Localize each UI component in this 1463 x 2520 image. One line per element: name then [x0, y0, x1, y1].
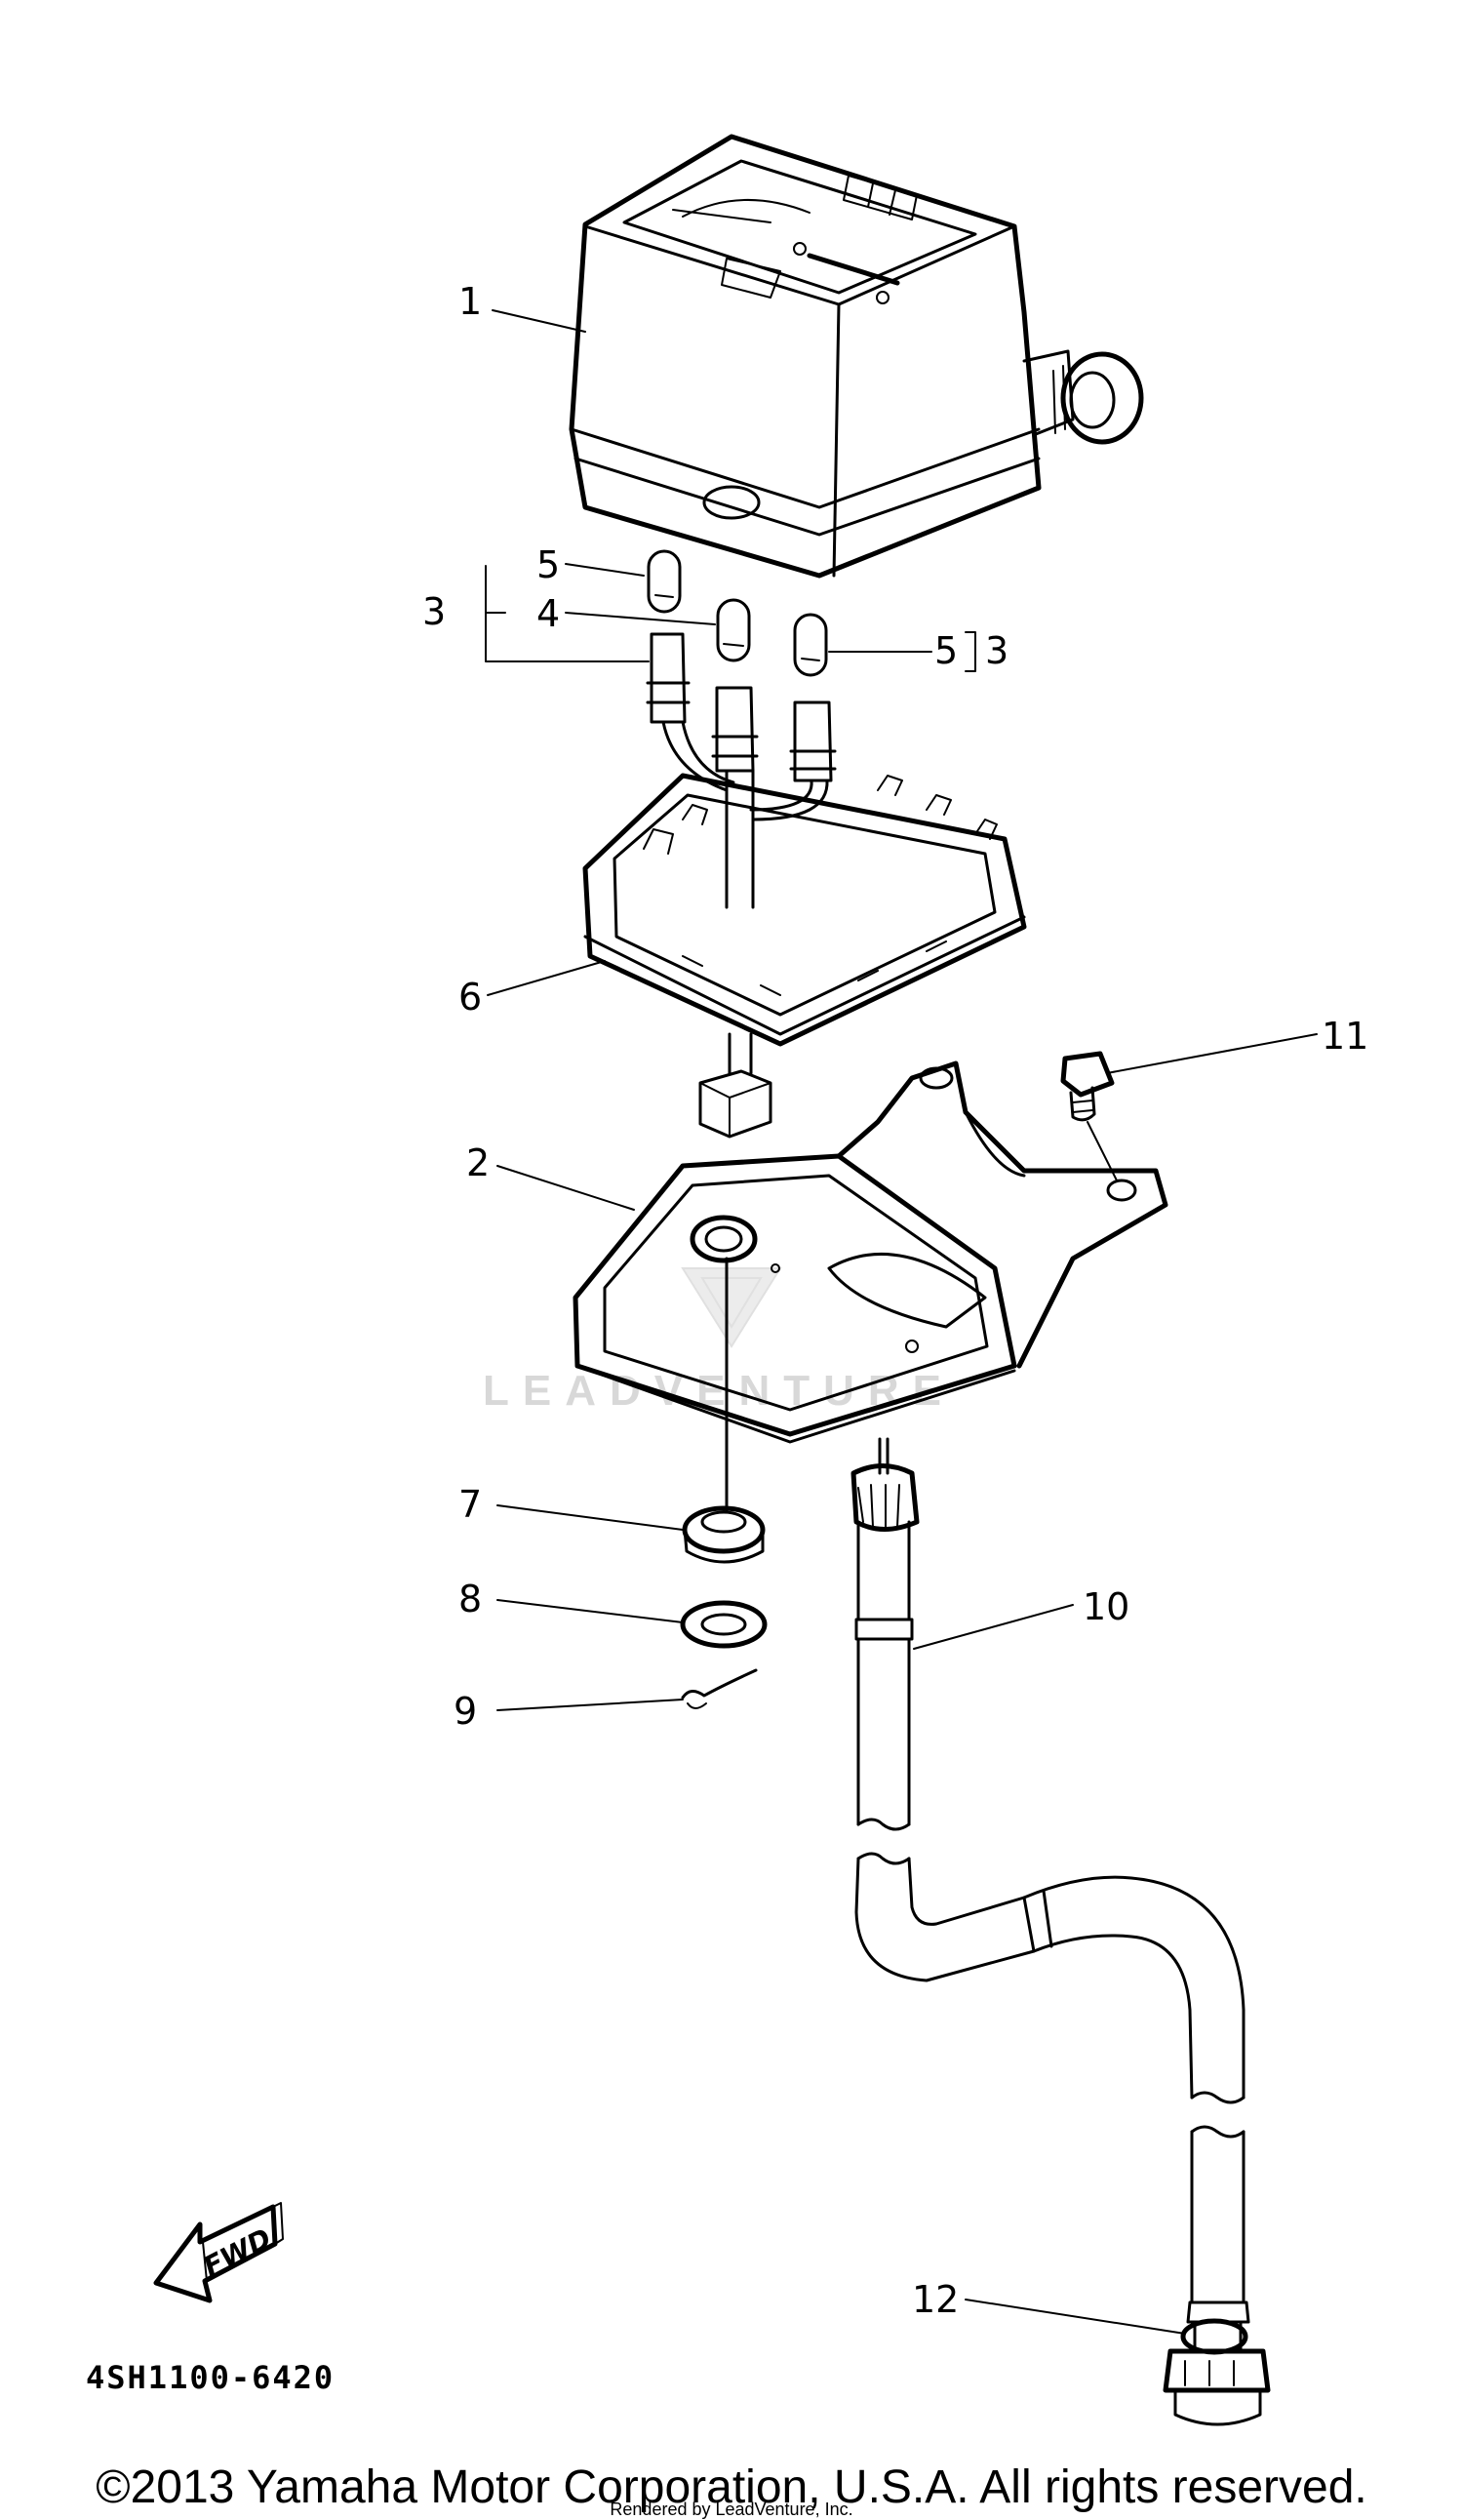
meter-bracket: [573, 1060, 1168, 1514]
callout-8: 8: [458, 1578, 482, 1620]
meter-assembly: [569, 134, 1144, 579]
callout-9: 9: [454, 1690, 477, 1733]
watermark-logo: [681, 1267, 782, 1348]
callout-7: 7: [458, 1483, 482, 1526]
meter-cable: [850, 1437, 1271, 2426]
o-ring: [1180, 2318, 1248, 2355]
callout-5-left: 5: [536, 543, 560, 586]
callout-1: 1: [458, 280, 482, 323]
callout-2: 2: [466, 1141, 490, 1184]
rendered-by-note: Rendered by LeadVenture, Inc.: [610, 2500, 853, 2519]
washer: [680, 1600, 768, 1649]
callout-5-right: 5: [934, 629, 958, 672]
callout-3-left: 3: [422, 590, 446, 633]
callout-3-right: 3: [985, 629, 1008, 672]
fwd-arrow-icon: FWD: [153, 2202, 284, 2303]
callout-4: 4: [536, 592, 560, 635]
callout-11: 11: [1322, 1015, 1368, 1058]
callout-12: 12: [912, 2278, 959, 2321]
grommet: [682, 1505, 766, 1564]
callout-10: 10: [1083, 1585, 1129, 1628]
diagram-code: 4SH1100-6420: [86, 2359, 336, 2396]
bolt: [1060, 1051, 1118, 1181]
callout-labels: 1 2 3 3 4 5 5 6 7 8 9 10 11 12: [422, 280, 1368, 2321]
callout-6: 6: [458, 976, 482, 1019]
clip: [681, 1668, 758, 1709]
fwd-arrow-label: FWD: [198, 2222, 276, 2284]
leader-lines: [485, 309, 1318, 2335]
copyright-notice: ©2013 Yamaha Motor Corporation, U.S.A. A…: [96, 2461, 1367, 2513]
meter-gasket: [582, 773, 1027, 1139]
bulbs-and-sockets: [646, 549, 837, 909]
